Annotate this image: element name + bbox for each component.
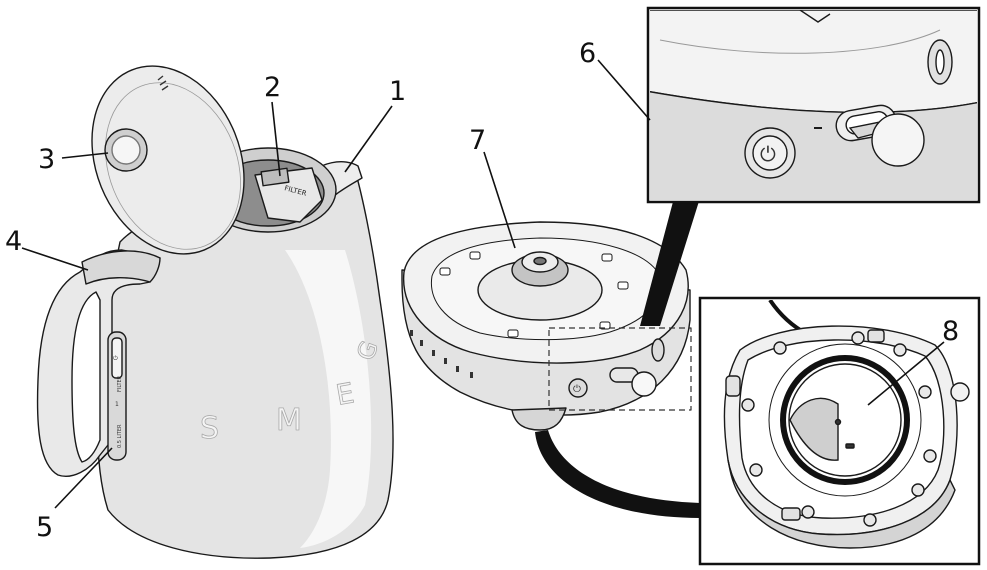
power-base: ⏻ <box>401 221 692 431</box>
callout-1: 1 <box>389 76 407 107</box>
base-connector-center <box>533 256 547 266</box>
filter-tab <box>260 167 290 187</box>
callout-6: 6 <box>579 38 597 69</box>
leader-1 <box>344 105 393 173</box>
lever-mark-filter: FILTER <box>117 375 123 392</box>
callout-5: 5 <box>36 512 54 543</box>
detail-6-panel: ⏻ <box>646 6 981 204</box>
leader-5 <box>54 447 113 509</box>
base-vent-dots <box>410 330 473 378</box>
leader-8 <box>867 341 945 406</box>
base-cord-outlet <box>511 407 567 431</box>
leader-2 <box>271 101 281 177</box>
leader-3 <box>61 152 109 159</box>
lid-button-center <box>111 135 141 165</box>
lid-edge <box>105 82 241 250</box>
callout-8: 8 <box>942 316 960 347</box>
callout-2: 2 <box>264 72 282 103</box>
leader-4 <box>21 247 89 271</box>
svg-text:⏻: ⏻ <box>760 142 776 166</box>
lever-mark-power: ⏻ <box>113 355 118 362</box>
base-power-button <box>568 378 588 398</box>
power-lever-slot <box>111 337 123 379</box>
leader-lines <box>21 59 945 509</box>
kettle-highlight <box>285 250 372 548</box>
callout-7: 7 <box>469 125 487 156</box>
zoom-pointer-6 <box>640 198 700 326</box>
zoom-pointer-8 <box>535 430 700 518</box>
kettle: FILTER ⏻ FILTER 1 0.5 LITER S M E G <box>36 65 394 559</box>
lid-vent <box>157 75 169 91</box>
leader-6 <box>597 59 651 121</box>
base-temp-knob <box>631 371 657 397</box>
detail-8-panel <box>698 296 981 566</box>
body-letter-m: M <box>276 403 302 438</box>
handle-inner <box>71 291 101 463</box>
handle-top <box>81 250 161 285</box>
lever-mark-half: 0.5 LITER <box>117 424 123 448</box>
base-side-button <box>651 338 665 362</box>
callout-3: 3 <box>38 144 56 175</box>
body-letter-s: S <box>200 411 219 446</box>
base-feet-marks <box>439 251 629 338</box>
detail-frame <box>548 327 692 411</box>
base-power-symbol: ⏻ <box>573 384 581 395</box>
leader-7 <box>483 151 516 249</box>
lever-mark-one: 1 <box>115 401 119 408</box>
callout-4: 4 <box>5 226 23 257</box>
body-letter-e: E <box>333 376 356 412</box>
lid <box>91 65 245 255</box>
